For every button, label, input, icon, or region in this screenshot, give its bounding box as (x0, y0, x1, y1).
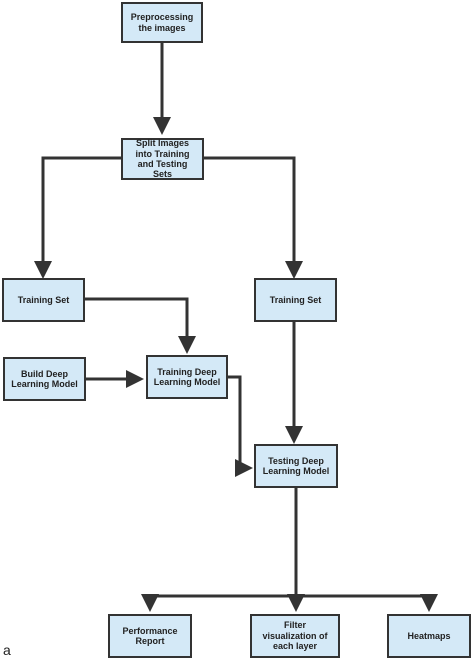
node-heatmaps: Heatmaps (387, 614, 471, 658)
node-filter-visualization: Filter visualization of each layer (250, 614, 340, 658)
node-training-model: Training Deep Learning Model (146, 355, 228, 399)
arrow-split-to-testing-set (204, 156, 303, 279)
node-split-images: Split Images into Training and Testing S… (121, 138, 204, 180)
node-build-model: Build Deep Learning Model (3, 357, 86, 401)
arrow-training-model-to-testing-model (228, 375, 253, 477)
node-performance-report: Performance Report (108, 614, 192, 658)
arrow-split-to-training-set (34, 156, 121, 279)
node-training-set: Training Set (2, 278, 85, 322)
node-testing-model: Testing Deep Learning Model (254, 444, 338, 488)
panel-label: a (3, 642, 11, 658)
arrow-training-set-to-training-model (85, 297, 196, 354)
node-preprocessing: Preprocessing the images (121, 2, 203, 43)
node-testing-set: Training Set (254, 278, 337, 322)
